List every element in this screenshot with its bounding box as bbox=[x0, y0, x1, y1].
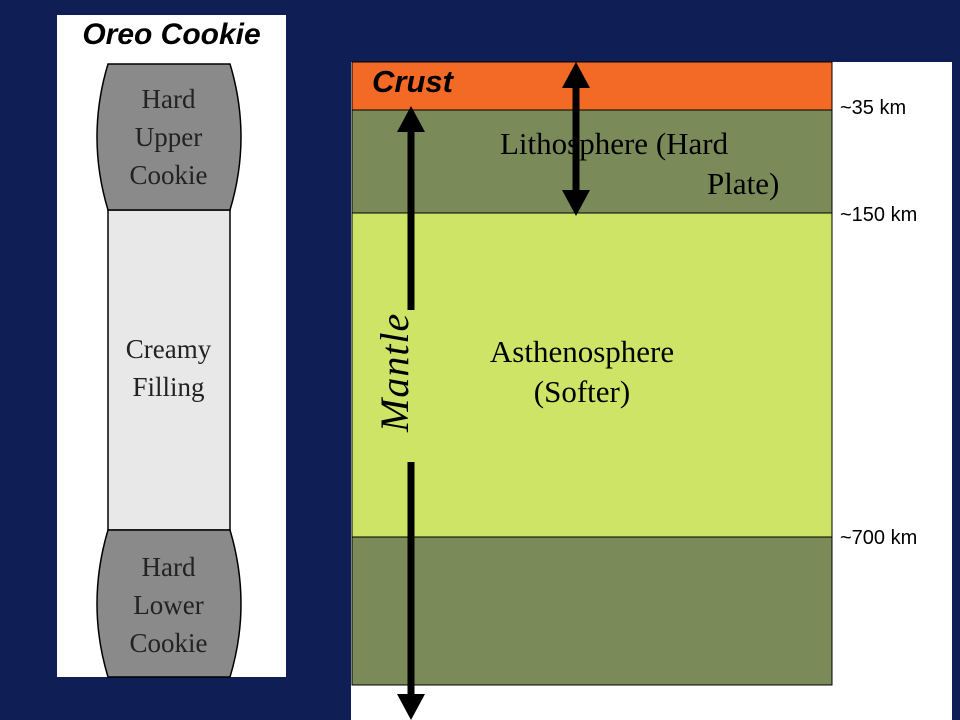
depth-35km: ~35 km bbox=[840, 97, 907, 119]
lower-cookie-shape bbox=[96, 529, 242, 678]
depth-700km: ~700 km bbox=[840, 527, 918, 549]
asthenosphere-label: Asthenosphere (Softer) bbox=[489, 334, 675, 409]
lithosphere-label-line2: Plate) bbox=[707, 166, 780, 201]
upper-cookie-label: Hard Upper Cookie bbox=[129, 84, 208, 190]
lithosphere-arrow bbox=[562, 62, 590, 216]
lithosphere-label-line1: Lithosphere (Hard bbox=[500, 126, 729, 161]
lower-cookie-label: Hard Lower Cookie bbox=[129, 552, 208, 658]
crust-layer bbox=[351, 61, 833, 111]
upper-cookie-shape bbox=[96, 63, 242, 211]
mantle-label: Mantle bbox=[372, 312, 417, 432]
depth-150km: ~150 km bbox=[840, 204, 918, 226]
oreo-title: Oreo Cookie bbox=[82, 18, 261, 51]
lithosphere-layer bbox=[351, 109, 833, 214]
filling-label: Creamy Filling bbox=[125, 334, 212, 402]
asthenosphere-layer bbox=[351, 212, 833, 538]
mantle-label-backdrop bbox=[385, 310, 431, 462]
crust-label: Crust bbox=[372, 64, 453, 99]
lower-mantle-layer bbox=[351, 536, 833, 686]
